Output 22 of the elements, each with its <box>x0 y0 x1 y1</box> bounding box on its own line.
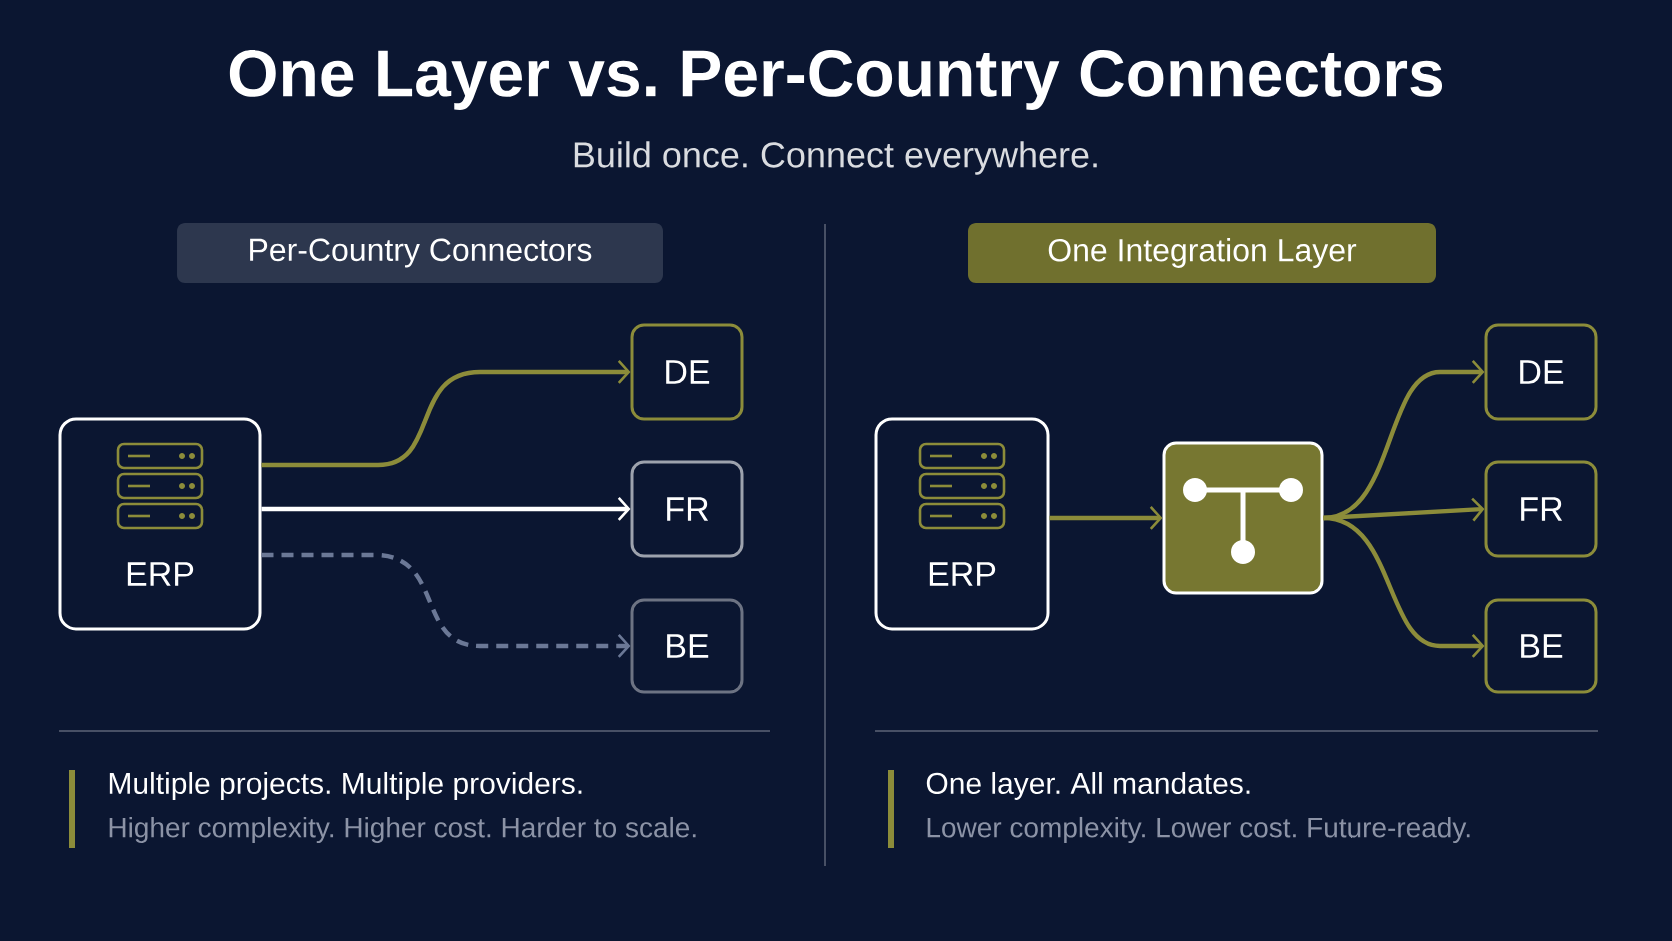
summary-text: Lower complexity. Lower cost. Future-ready. <box>927 816 1470 844</box>
country-box: BE <box>1484 598 1598 694</box>
arrow <box>1323 497 1485 522</box>
summary-heading: Multiple projects. Multiple providers. <box>109 772 582 800</box>
arrow <box>261 360 631 468</box>
country-box: FR <box>1484 460 1598 558</box>
country-box: FR <box>630 460 744 558</box>
header-tab: One Integration Layer <box>968 223 1436 283</box>
country-box: DE <box>1484 323 1598 421</box>
arrow <box>261 497 631 521</box>
summary-text: Higher complexity. Higher cost. Harder to scale. <box>109 816 696 844</box>
subtitle: Build once. Connect everywhere. <box>574 141 1097 175</box>
country-box: DE <box>630 323 744 421</box>
erp-box: ERP <box>874 417 1050 631</box>
erp-box: ERP <box>58 417 262 631</box>
arrow <box>1323 515 1485 658</box>
arrow <box>1049 506 1163 530</box>
title: One Layer vs. Per-Country Connectors <box>229 50 1443 110</box>
country-box: BE <box>630 598 744 694</box>
arrow <box>261 552 631 658</box>
header-tab: Per-Country Connectors <box>177 223 663 283</box>
summary-heading: One layer. All mandates. <box>926 772 1250 800</box>
